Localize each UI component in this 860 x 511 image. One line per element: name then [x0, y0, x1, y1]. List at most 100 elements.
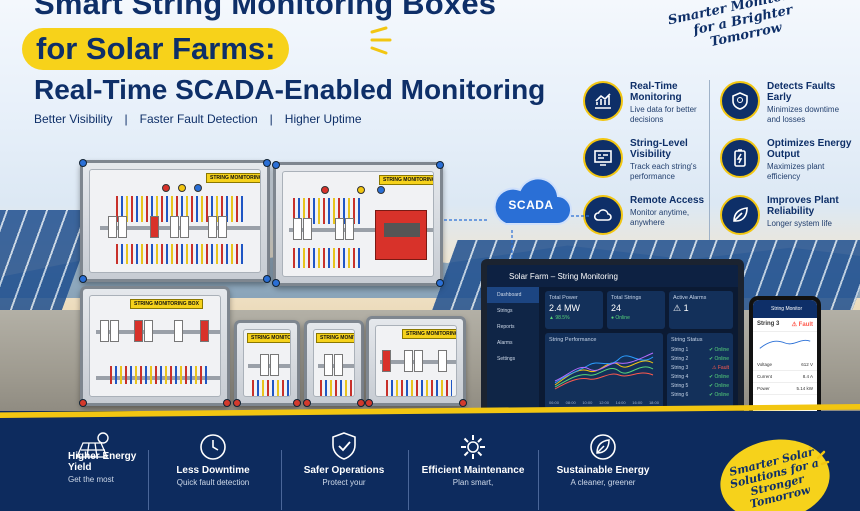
string-performance-panel: String Performance 06:00 08:00 10:00 12:…	[545, 333, 663, 409]
nav-settings[interactable]: Settings	[497, 356, 516, 362]
status-row[interactable]: String 1✔ Online	[671, 345, 729, 354]
card-value: 24	[611, 303, 622, 313]
box-interior: STRING MONITORING BOX	[282, 171, 434, 277]
card-sub: ● Online	[611, 315, 630, 321]
metric-value: 8.4 A	[802, 374, 813, 379]
status-row-value: ✔ Online	[708, 373, 729, 380]
leaf-icon	[720, 195, 760, 235]
status-row-name: String 6	[671, 391, 689, 398]
breaker	[170, 216, 179, 238]
breaker	[382, 350, 391, 372]
nav-strings[interactable]: Strings	[497, 308, 513, 314]
panel-title: String Status	[671, 337, 703, 343]
breaker	[150, 216, 159, 238]
card-value: 2.4 MW	[549, 303, 581, 313]
nav-reports[interactable]: Reports	[497, 324, 515, 330]
breaker	[108, 216, 117, 238]
feature-desc: Monitor anytime, anywhere	[630, 208, 690, 227]
bottom-item-energy-yield: Higher Energy Yield Get the most	[28, 431, 158, 484]
din-rail	[248, 364, 290, 368]
benefit-item: Better Visibility	[34, 112, 113, 126]
breaker	[270, 354, 279, 376]
metric-label: Voltage	[757, 362, 773, 367]
wiring	[320, 380, 354, 396]
breaker	[110, 320, 119, 342]
breaker	[208, 216, 217, 238]
box-label: STRING MONITORING BOX	[130, 299, 203, 309]
status-row-value: ⚠ Fault	[712, 364, 729, 371]
indicator-light-icon	[194, 184, 202, 192]
feature-title: Remote Access	[630, 195, 705, 206]
nav-alarms[interactable]: Alarms	[497, 340, 513, 346]
contactor	[375, 210, 427, 260]
bottom-item-sustainable-energy: Sustainable Energy A cleaner, greener	[538, 431, 668, 487]
chart-up-icon	[583, 81, 623, 121]
monitoring-box-small-3: STRING MONITORING BOX	[365, 316, 467, 407]
box-label: STRING MONITORING BOX	[402, 329, 456, 339]
status-row[interactable]: String 3 ⚠ Fault	[671, 363, 729, 372]
feature-desc: Live data for better decisions	[630, 105, 697, 124]
status-row[interactable]: String 6 ✔ Online	[671, 390, 729, 399]
card-value: ⚠ 1	[673, 303, 689, 313]
status-row[interactable]: String 5✔ Online	[671, 381, 729, 390]
bottom-divider	[538, 450, 539, 510]
headline-line-1: Smart String Monitoring Boxes	[34, 0, 497, 21]
leaf-icon	[590, 434, 616, 460]
status-row-name: String 3	[671, 364, 689, 371]
bottom-divider	[281, 450, 282, 510]
phone-metric-row: Current 8.4 A	[753, 371, 817, 383]
box-interior: STRING MONITORING BOX	[243, 329, 291, 397]
feature-title: Detects Faults Early	[767, 81, 836, 103]
status-row[interactable]: String 2✔ Online	[671, 354, 729, 363]
monitor-icon	[583, 138, 623, 178]
dashboard-sidebar: Dashboard Strings Reports Alarms Setting…	[487, 287, 539, 419]
breaker	[404, 350, 413, 372]
card-total-power: Total Power 2.4 MW ▲ 98.5%	[545, 291, 603, 329]
tick-label: 06:00	[549, 400, 560, 405]
bottom-item-desc: Plan smart,	[452, 478, 494, 487]
bottom-item-less-downtime: Less Downtime Quick fault detection	[148, 431, 278, 487]
indicator-light-icon	[321, 186, 329, 194]
scada-cloud-icon	[493, 177, 573, 226]
card-total-strings: Total Strings 24 ● Online	[607, 291, 665, 329]
status-row-name: String 4	[671, 373, 689, 380]
box-label: STRING MONITORING BOX	[379, 175, 433, 185]
cable-gland	[79, 275, 87, 283]
monitoring-box-medium: STRING MONITORING BOX	[79, 286, 231, 407]
box-label: STRING MONITORING BOX	[206, 173, 260, 183]
feature-title: String-Level Visibility	[630, 138, 688, 160]
monitoring-box-large-2: STRING MONITORING BOX	[272, 161, 444, 287]
metric-label: Current	[757, 374, 773, 379]
nav-dashboard[interactable]: Dashboard	[487, 287, 539, 303]
bottom-item-safer-operations: Safer Operations Protect your	[279, 431, 409, 487]
status-row-value: ✔ Online	[708, 391, 729, 398]
breaker	[345, 218, 354, 240]
battery-bolt-icon	[720, 138, 760, 178]
indicator-light-icon	[162, 184, 170, 192]
string-status-panel: String Status String 1✔ Online String 2✔…	[667, 333, 733, 409]
status-row[interactable]: String 4 ✔ Online	[671, 372, 729, 381]
tick-label: 18:00	[648, 400, 659, 405]
headline-line-3: Real-Time SCADA-Enabled Monitoring	[34, 74, 546, 105]
bottom-item-desc: Quick fault detection	[176, 478, 250, 487]
wiring	[116, 244, 246, 264]
bottom-item-desc: A cleaner, greener	[570, 478, 636, 487]
dashboard-screen: Solar Farm – String Monitoring Dashboard…	[487, 265, 738, 419]
feature-desc: Maximizes plant efficiency	[767, 162, 825, 181]
cable-gland	[272, 279, 280, 287]
scada-label: SCADA	[508, 198, 554, 212]
breaker	[200, 320, 209, 342]
indicator-light-icon	[357, 186, 365, 194]
benefit-list: Better Visibility | Faster Fault Detecti…	[34, 112, 362, 126]
shield-check-icon	[332, 432, 356, 460]
headline-line-2: for Solar Farms:	[36, 31, 276, 66]
cable-gland	[79, 159, 87, 167]
